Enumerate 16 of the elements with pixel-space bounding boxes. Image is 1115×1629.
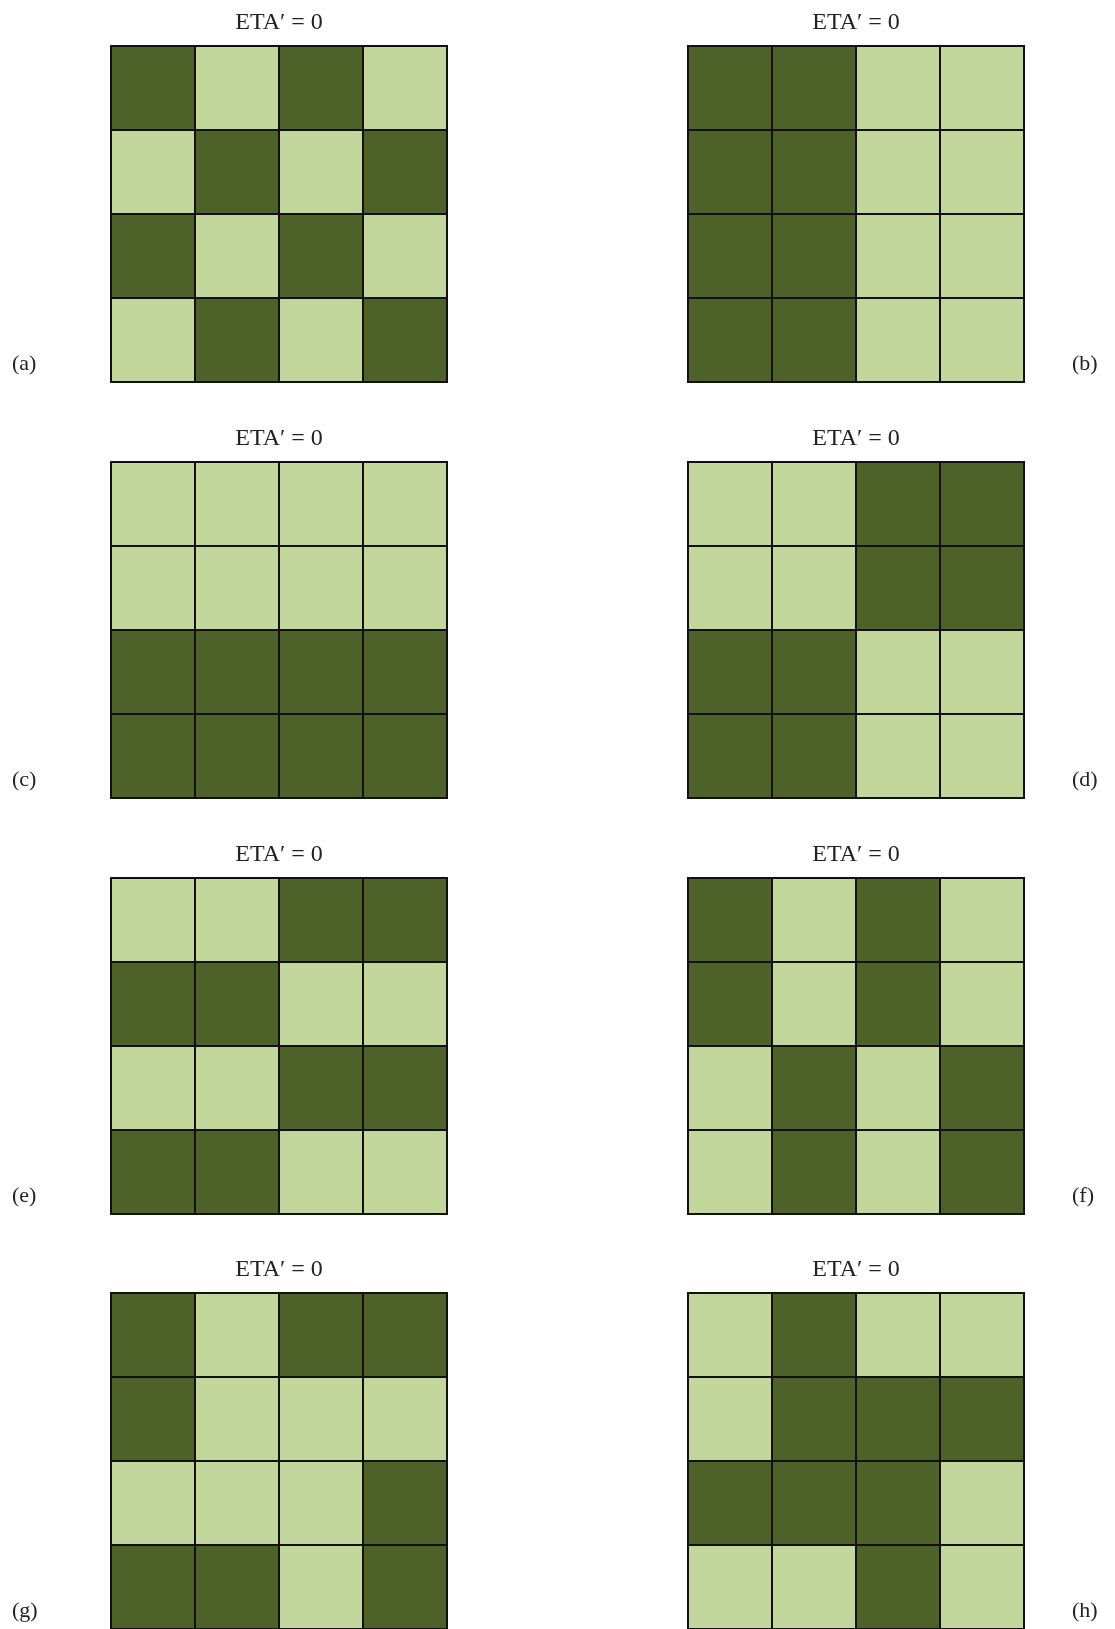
panel-label: (h) (1072, 1599, 1098, 1621)
panel-label: (a) (12, 352, 37, 374)
panel-title: ETA′ = 0 (235, 9, 323, 33)
panel-label: (c) (12, 768, 37, 790)
panel-label: (g) (12, 1599, 38, 1621)
panel-label: (f) (1072, 1184, 1094, 1206)
panel-title: ETA′ = 0 (812, 1256, 900, 1280)
panel-title: ETA′ = 0 (812, 841, 900, 865)
panel-title: ETA′ = 0 (812, 425, 900, 449)
panel-title: ETA′ = 0 (235, 425, 323, 449)
panel-label: (e) (12, 1184, 37, 1206)
panel-label: (d) (1072, 768, 1098, 790)
panel-title: ETA′ = 0 (235, 841, 323, 865)
panel-title: ETA′ = 0 (812, 9, 900, 33)
panel-label: (b) (1072, 352, 1098, 374)
panel-title: ETA′ = 0 (235, 1256, 323, 1280)
